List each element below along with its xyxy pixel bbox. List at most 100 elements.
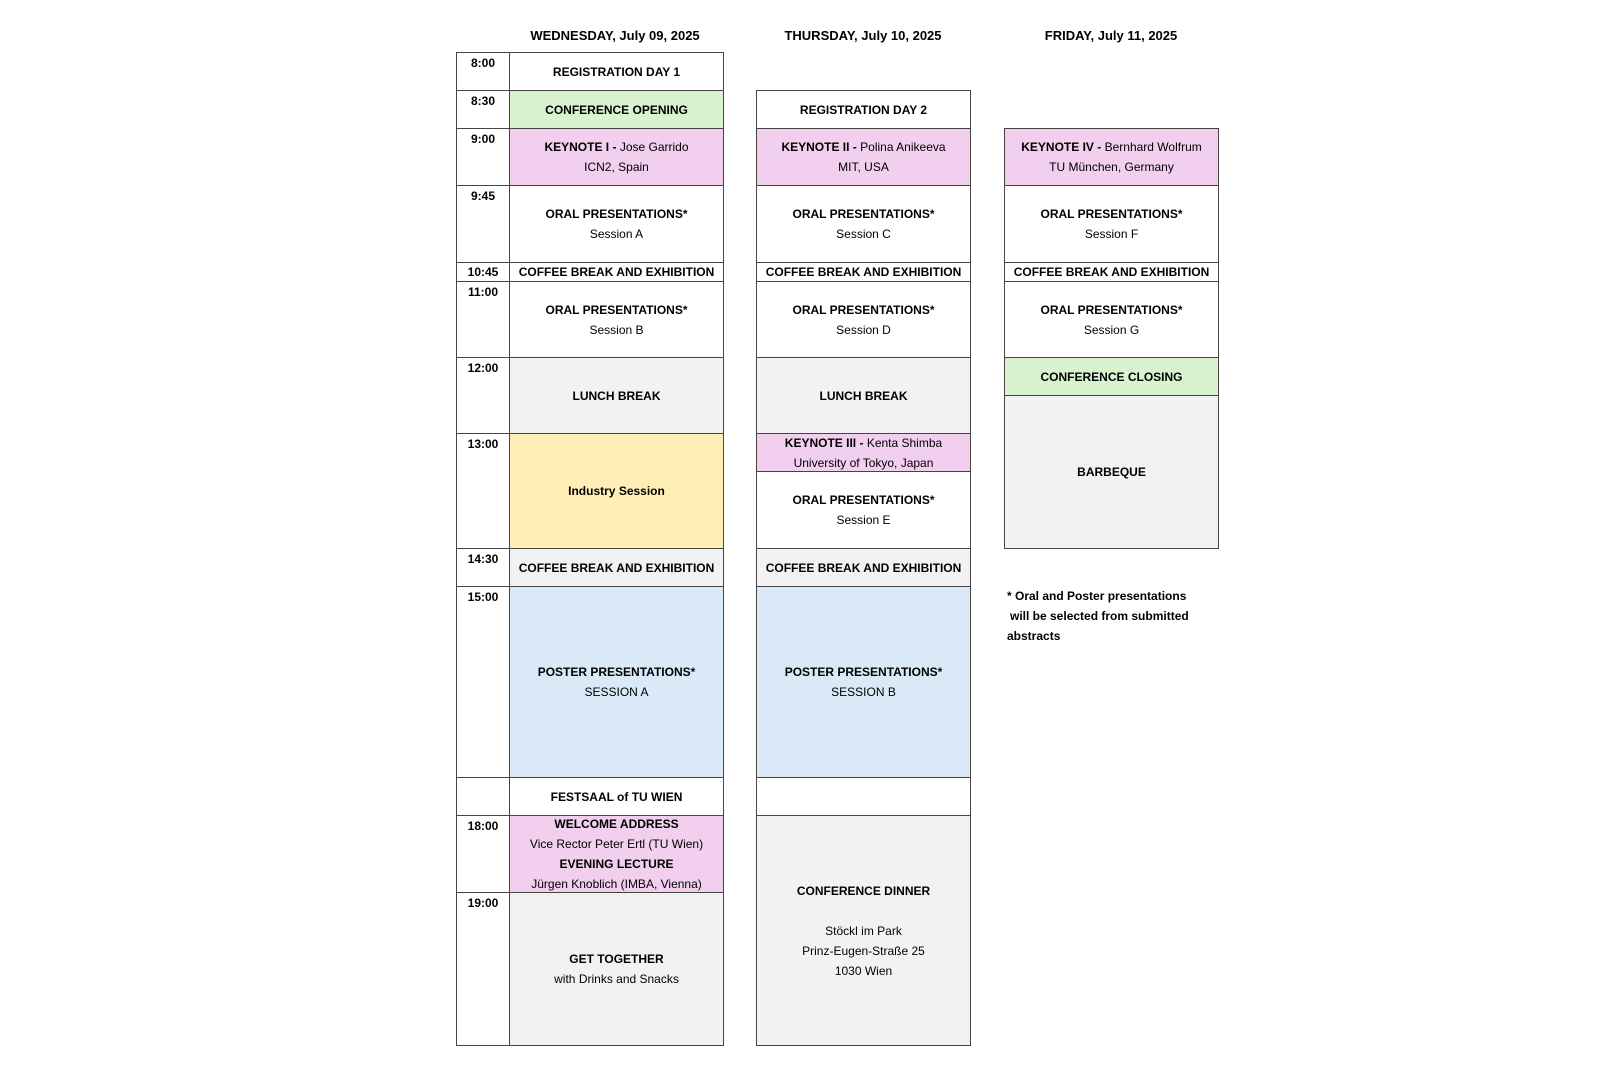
- oral-session-label: Session E: [836, 513, 891, 527]
- poster-session-label: SESSION B: [831, 685, 896, 699]
- oral-title: ORAL PRESENTATIONS*: [1040, 302, 1183, 317]
- dinner-place: Stöckl im Park: [825, 923, 902, 938]
- festsaal-venue: FESTSAAL of TU WIEN: [509, 777, 724, 816]
- keynote-label: KEYNOTE IV -: [1021, 140, 1102, 154]
- time-slot: 8:30: [456, 90, 510, 129]
- time-slot: 9:00: [456, 128, 510, 186]
- oral-session-b: ORAL PRESENTATIONS* Session B: [509, 281, 724, 358]
- oral-title: ORAL PRESENTATIONS*: [792, 493, 935, 507]
- registration-label: REGISTRATION DAY 2: [799, 102, 928, 117]
- festsaal-label: FESTSAAL of TU WIEN: [550, 789, 683, 804]
- keynote-3: KEYNOTE III - Kenta Shimba University of…: [756, 433, 971, 472]
- keynote-speaker: KEYNOTE II - Polina Anikeeva: [781, 137, 945, 157]
- registration-day-2: REGISTRATION DAY 2: [756, 90, 971, 129]
- oral-session-label: Session C: [836, 227, 891, 241]
- poster-session-a: POSTER PRESENTATIONS* SESSION A: [509, 586, 724, 778]
- time-slot: 15:00: [456, 586, 510, 778]
- welcome-speaker: Vice Rector Peter Ertl (TU Wien): [529, 837, 704, 851]
- keynote-4: KEYNOTE IV - Bernhard Wolfrum TU München…: [1004, 128, 1219, 186]
- evening-label: EVENING LECTURE: [559, 857, 674, 871]
- oral-title: ORAL PRESENTATIONS*: [1040, 207, 1183, 221]
- oral-session-label: Session F: [1084, 227, 1139, 241]
- keynote-speaker: KEYNOTE I - Jose Garrido: [544, 137, 688, 157]
- keynote-speaker: KEYNOTE IV - Bernhard Wolfrum: [1021, 137, 1202, 157]
- oral-title: ORAL PRESENTATIONS*: [792, 207, 935, 221]
- time-slot: 8:00: [456, 52, 510, 91]
- poster-title: POSTER PRESENTATIONS*: [537, 665, 696, 679]
- keynote-affiliation: TU München, Germany: [1049, 160, 1174, 174]
- oral-session-g: ORAL PRESENTATIONS* Session G: [1004, 281, 1219, 358]
- keynote-affiliation: ICN2, Spain: [584, 160, 649, 174]
- industry-label: Industry Session: [568, 484, 665, 498]
- keynote-1: KEYNOTE I - Jose Garrido ICN2, Spain: [509, 128, 724, 186]
- time-slot: 19:00: [456, 892, 510, 1046]
- together-label: GET TOGETHER: [569, 952, 664, 966]
- time-slot: 12:00: [456, 357, 510, 434]
- dinner-label: CONFERENCE DINNER: [796, 883, 931, 898]
- coffee-break: COFFEE BREAK AND EXHIBITION: [756, 548, 971, 587]
- keynote-affiliation: MIT, USA: [838, 160, 889, 174]
- coffee-label: COFFEE BREAK AND EXHIBITION: [765, 265, 962, 279]
- oral-session-label: Session A: [589, 227, 644, 241]
- keynote-label: KEYNOTE I -: [544, 140, 617, 154]
- oral-session-label: Session G: [1083, 322, 1140, 337]
- evening-speaker: Jürgen Knoblich (IMBA, Vienna): [531, 877, 702, 891]
- keynote-name: Bernhard Wolfrum: [1104, 140, 1202, 154]
- keynote-affiliation: University of Tokyo, Japan: [793, 455, 934, 470]
- oral-session-a: ORAL PRESENTATIONS* Session A: [509, 185, 724, 263]
- footnote-line: abstracts: [1007, 629, 1061, 643]
- day-header-friday: FRIDAY, July 11, 2025: [1044, 28, 1178, 43]
- time-slot: 11:00: [456, 281, 510, 358]
- conference-closing: CONFERENCE CLOSING: [1004, 357, 1219, 396]
- keynote-2: KEYNOTE II - Polina Anikeeva MIT, USA: [756, 128, 971, 186]
- oral-session-c: ORAL PRESENTATIONS* Session C: [756, 185, 971, 263]
- footnote-line: will be selected from submitted: [1010, 609, 1189, 623]
- lunch-break: LUNCH BREAK: [509, 357, 724, 434]
- coffee-break: COFFEE BREAK AND EXHIBITION: [1004, 262, 1219, 282]
- welcome-and-evening-lecture: WELCOME ADDRESS Vice Rector Peter Ertl (…: [509, 815, 724, 893]
- welcome-label: WELCOME ADDRESS: [554, 817, 679, 831]
- time-slot: 13:00: [456, 433, 510, 549]
- industry-session: Industry Session: [509, 433, 724, 549]
- conference-opening: CONFERENCE OPENING: [509, 90, 724, 129]
- oral-session-label: Session B: [589, 322, 644, 337]
- keynote-name: Kenta Shimba: [866, 435, 943, 450]
- time-slot: 14:30: [456, 548, 510, 587]
- keynote-speaker: KEYNOTE III - Kenta Shimba: [785, 434, 943, 453]
- day-header-wednesday: WEDNESDAY, July 09, 2025: [530, 28, 700, 43]
- empty-slot: [756, 777, 971, 816]
- time-slot: 10:45: [456, 262, 510, 282]
- registration-label: REGISTRATION DAY 1: [552, 64, 681, 79]
- time-slot: [456, 777, 510, 816]
- coffee-label: COFFEE BREAK AND EXHIBITION: [518, 560, 715, 575]
- footnote-line: * Oral and Poster presentations: [1007, 589, 1187, 603]
- get-together: GET TOGETHER with Drinks and Snacks: [509, 892, 724, 1046]
- coffee-break: COFFEE BREAK AND EXHIBITION: [756, 262, 971, 282]
- oral-session-d: ORAL PRESENTATIONS* Session D: [756, 281, 971, 358]
- oral-title: ORAL PRESENTATIONS*: [792, 302, 935, 317]
- coffee-label: COFFEE BREAK AND EXHIBITION: [765, 560, 962, 575]
- oral-session-e: ORAL PRESENTATIONS* Session E: [756, 471, 971, 549]
- barbeque-label: BARBEQUE: [1077, 465, 1146, 479]
- dinner-street: Prinz-Eugen-Straße 25: [802, 943, 925, 958]
- footnote: * Oral and Poster presentations will be …: [1007, 586, 1217, 646]
- keynote-label: KEYNOTE II -: [781, 140, 857, 154]
- lunch-label: LUNCH BREAK: [819, 388, 908, 403]
- coffee-label: COFFEE BREAK AND EXHIBITION: [518, 265, 715, 279]
- together-sub: with Drinks and Snacks: [554, 972, 679, 986]
- time-slot: 18:00: [456, 815, 510, 893]
- poster-title: POSTER PRESENTATIONS*: [784, 665, 943, 679]
- coffee-label: COFFEE BREAK AND EXHIBITION: [1013, 265, 1210, 279]
- lunch-label: LUNCH BREAK: [572, 388, 661, 403]
- oral-session-f: ORAL PRESENTATIONS* Session F: [1004, 185, 1219, 263]
- poster-session-b: POSTER PRESENTATIONS* SESSION B: [756, 586, 971, 778]
- coffee-break: COFFEE BREAK AND EXHIBITION: [509, 548, 724, 587]
- closing-label: CONFERENCE CLOSING: [1040, 369, 1183, 384]
- opening-label: CONFERENCE OPENING: [545, 102, 688, 117]
- oral-title: ORAL PRESENTATIONS*: [545, 302, 688, 317]
- time-slot: 9:45: [456, 185, 510, 263]
- poster-session-label: SESSION A: [584, 685, 649, 699]
- barbeque: BARBEQUE: [1004, 395, 1219, 549]
- conference-dinner: CONFERENCE DINNER Stöckl im Park Prinz-E…: [756, 815, 971, 1046]
- keynote-name: Polina Anikeeva: [860, 140, 946, 154]
